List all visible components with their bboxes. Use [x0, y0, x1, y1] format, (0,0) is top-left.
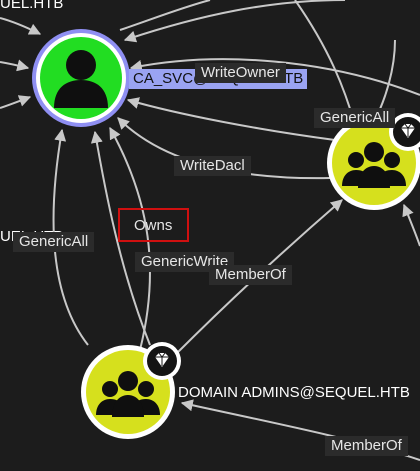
users-icon	[342, 142, 406, 188]
edge-offscreen-2[interactable]	[119, 0, 211, 31]
edge-owns[interactable]	[109, 126, 151, 351]
edge-writeowner[interactable]	[129, 58, 420, 96]
edge-label-genericall-left[interactable]: GenericAll	[13, 232, 95, 252]
partial-node-label-top: UEL.HTB	[0, 0, 64, 12]
edge-offscreen-7[interactable]	[402, 203, 420, 247]
edge-label-genericall-right[interactable]: GenericAll	[314, 108, 396, 128]
edge-label-writedacl[interactable]: WriteDacl	[174, 156, 251, 176]
edge-offscreen-3[interactable]	[0, 95, 32, 109]
users-icon	[96, 371, 160, 417]
edge-genericwrite[interactable]	[90, 130, 151, 346]
edge-label-memberof-center[interactable]: MemberOf	[209, 265, 292, 285]
edge-label-memberof-bottom[interactable]: MemberOf	[325, 436, 408, 456]
edge-label-writeowner[interactable]: WriteOwner	[195, 63, 286, 83]
gem-icon	[143, 342, 181, 380]
edge-label-owns[interactable]: Owns	[134, 217, 173, 234]
highlight-box	[118, 208, 189, 242]
node-user[interactable]	[32, 29, 130, 127]
gem-icon	[389, 113, 420, 151]
edge-genericall-right[interactable]	[126, 97, 336, 141]
user-icon	[54, 50, 108, 108]
node-label-domain-admins[interactable]: DOMAIN ADMINS@SEQUEL.HTB	[178, 384, 410, 401]
edge-offscreen-1[interactable]	[123, 0, 346, 43]
edge-offscreen-4[interactable]	[0, 59, 30, 72]
edge-offscreen-5[interactable]	[0, 17, 42, 35]
edge-offscreen-6[interactable]	[294, 0, 356, 126]
